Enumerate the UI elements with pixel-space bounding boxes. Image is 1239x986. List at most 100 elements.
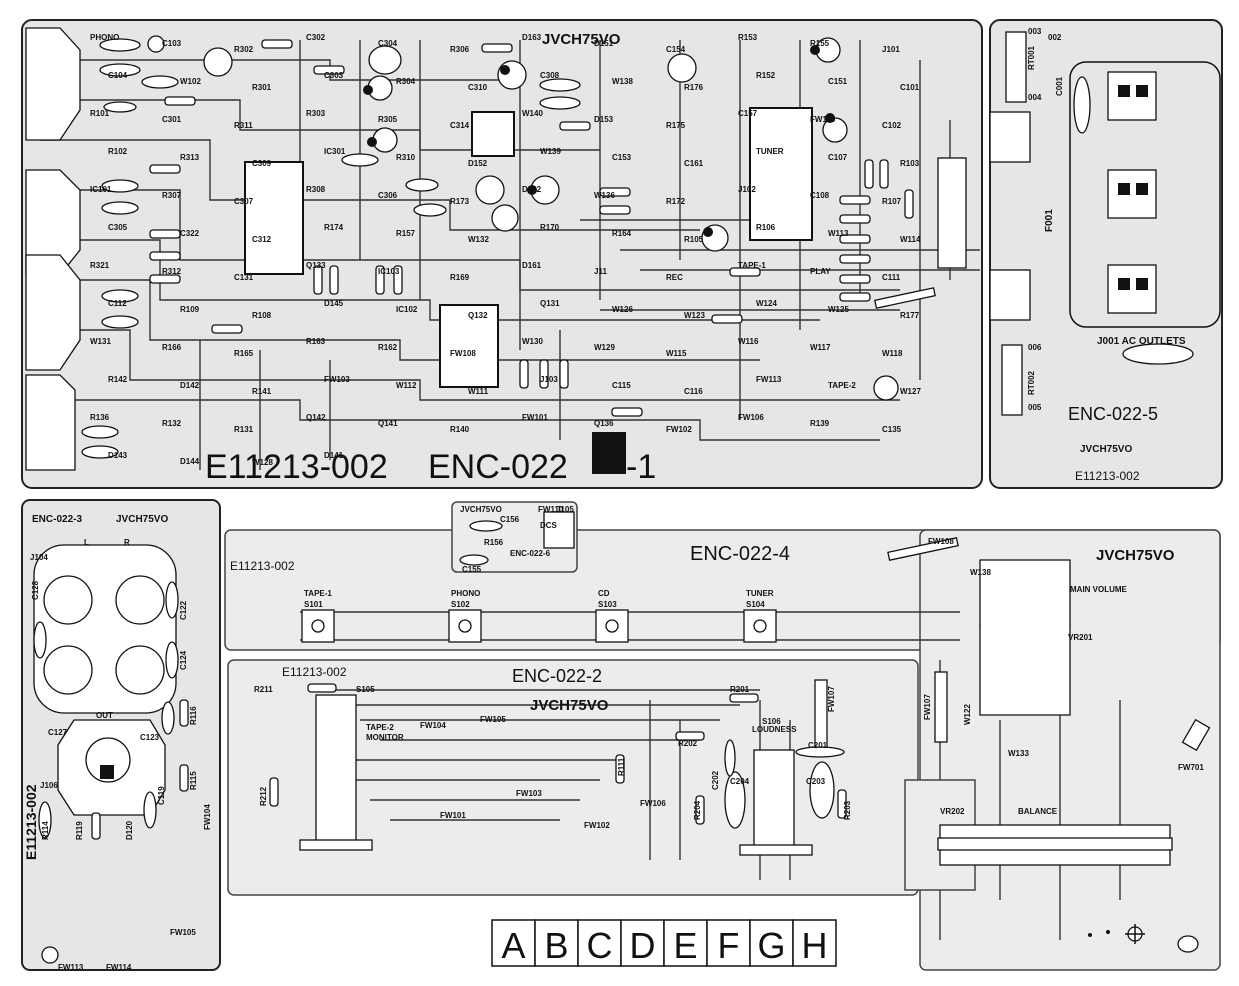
jack-component-label: C127	[48, 728, 68, 737]
outlet-board: F001 RT001 RT002 C001 003 002 004 005 00…	[989, 19, 1223, 489]
small-board-label: R156	[484, 538, 504, 547]
c001-label: C001	[1055, 76, 1064, 96]
main-component-label: R169	[450, 273, 470, 282]
switch-part-number: E11213-002	[230, 559, 295, 573]
pin-005-label: 005	[1028, 403, 1042, 412]
connector-j11	[937, 157, 967, 269]
main-board: E11213-002 ENC-022 -1 JVCH75VO PHONOC103…	[21, 19, 983, 489]
main-component-label: W131	[90, 337, 111, 346]
control-component-label: FW104	[420, 721, 446, 730]
main-board-black-box	[592, 432, 626, 474]
jack-component-label: R116	[189, 706, 198, 725]
main-component-label: FW101	[522, 413, 548, 422]
main-component-label: C111	[882, 273, 901, 282]
small-board-name: ENC-022-6	[510, 549, 551, 558]
main-component-label: FW106	[738, 413, 764, 422]
main-resistors	[149, 39, 914, 417]
fw107-label: FW107	[923, 694, 932, 720]
grid-cell	[620, 919, 665, 967]
main-component-label: Q132	[468, 311, 488, 320]
main-component-label: D162	[522, 185, 542, 194]
main-component-label: W118	[882, 349, 903, 358]
switch-knob	[458, 619, 472, 633]
main-component-label: C307	[234, 197, 254, 206]
main-component-label: FW103	[324, 375, 350, 384]
main-component-label: R142	[108, 375, 128, 384]
control-component-label: R212	[259, 786, 268, 806]
main-component-label: W125	[828, 305, 849, 314]
switch-knob	[605, 619, 619, 633]
main-component-label: PHONO	[90, 33, 119, 42]
jack-component-label: FW105	[170, 928, 196, 937]
main-component-label: C154	[666, 45, 686, 54]
main-component-label: C314	[450, 121, 470, 130]
small-board-label: C155	[462, 565, 482, 574]
pin-004-label: 004	[1028, 93, 1042, 102]
main-component-label: C322	[180, 229, 200, 238]
main-component-label: R172	[666, 197, 686, 206]
fw701-label: FW701	[1178, 763, 1204, 772]
main-component-label: R170	[540, 223, 560, 232]
jack-component-label: FW104	[203, 804, 212, 830]
main-component-label: R173	[450, 197, 470, 206]
grid-letter: C	[587, 925, 613, 966]
main-component-label: W114	[900, 235, 921, 244]
control-component-label: FW101	[440, 811, 466, 820]
switch-name-label: PHONO	[451, 589, 480, 598]
w138-label: W138	[970, 568, 991, 577]
main-component-label: REC	[666, 273, 683, 282]
main-component-label: R106	[756, 223, 776, 232]
control-component-label: C203	[806, 777, 826, 786]
jack-component-label: R119	[75, 821, 84, 840]
jack-component-label: R	[124, 538, 130, 547]
main-component-label: Q142	[306, 413, 326, 422]
main-component-label: Q133	[306, 261, 326, 270]
grid-letter: A	[501, 925, 525, 966]
main-component-label: Q131	[540, 299, 560, 308]
main-component-label: R302	[234, 45, 254, 54]
fw108-label: FW108	[928, 537, 954, 546]
jack-component-label: OUT	[96, 711, 113, 720]
small-board-label: C156	[500, 515, 520, 524]
small-board-label: J105	[556, 505, 574, 514]
main-component-label: C115	[612, 381, 631, 390]
main-component-label: W140	[522, 109, 543, 118]
main-component-label: IC101	[90, 185, 112, 194]
main-component-label: R301	[252, 83, 272, 92]
grid-cell	[792, 919, 837, 967]
main-component-label: W116	[738, 337, 759, 346]
control-component-label: R111	[617, 757, 626, 776]
main-component-label: TUNER	[756, 147, 784, 156]
main-component-label: PLAY	[810, 267, 831, 276]
main-component-label: R304	[396, 77, 416, 86]
control-component-label: C201	[808, 741, 828, 750]
main-component-label: TAPE-2	[828, 381, 856, 390]
fuse-label: F001	[1044, 209, 1055, 232]
control-component-label: LOUDNESS	[752, 725, 797, 734]
main-component-label: C101	[900, 83, 920, 92]
main-component-label: D151	[594, 39, 614, 48]
main-component-label: R153	[738, 33, 758, 42]
jack-component-label: FW113	[58, 963, 84, 972]
main-component-label: FW110	[810, 115, 836, 124]
jack-board: ENC-022-3 JVCH75VO E11213-002 J104 J106 …	[21, 499, 221, 972]
main-component-label: IC102	[396, 305, 418, 314]
main-component-label: R131	[234, 425, 254, 434]
grid-cell	[577, 919, 622, 967]
rt002-label: RT002	[1027, 370, 1036, 395]
rt001-label: RT001	[1027, 45, 1036, 70]
switch-name-label: TAPE-1	[304, 589, 332, 598]
control-component-label: VR202	[940, 807, 965, 816]
main-component-label: R313	[180, 153, 200, 162]
main-component-label: W126	[612, 305, 633, 314]
main-component-label: R311	[234, 121, 253, 130]
main-component-label: W138	[612, 77, 633, 86]
main-component-label: FW108	[450, 349, 476, 358]
ic301	[471, 111, 515, 157]
main-component-label: W117	[810, 343, 831, 352]
jack-component-label: R114	[41, 821, 50, 840]
grid-letter: D	[630, 925, 656, 966]
jack-component-label: C119	[157, 786, 166, 805]
main-component-label: Q141	[378, 419, 398, 428]
